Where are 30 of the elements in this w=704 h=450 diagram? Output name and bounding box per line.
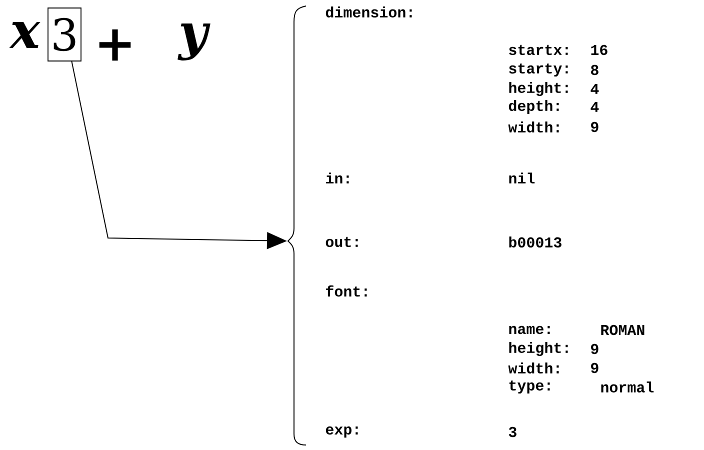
math-symbol: y <box>178 23 210 61</box>
record-field: normal <box>601 382 654 392</box>
record-field: name: <box>509 326 550 334</box>
highlighted-exponent: 3 <box>48 8 82 62</box>
record-field: in: <box>326 172 349 184</box>
record-field: starty: <box>509 63 568 77</box>
record-field: 9 <box>591 122 598 132</box>
record-field: width: <box>508 362 559 374</box>
record-field: 4 <box>590 102 599 112</box>
record-field: b00013 <box>509 236 562 248</box>
math-symbol: + <box>99 29 131 61</box>
record-field: 9 <box>591 362 598 374</box>
record-field: 3 <box>508 426 516 438</box>
record-field: dimension: <box>326 6 412 18</box>
record-field: width: <box>508 122 559 132</box>
record-field: font: <box>326 285 367 297</box>
record-field: height: <box>509 82 568 96</box>
record-field: nil <box>509 172 535 184</box>
record-field: 9 <box>591 344 598 354</box>
record-field: out: <box>326 236 358 248</box>
record-field: 16 <box>591 44 608 56</box>
record-field: ROMAN <box>601 324 644 336</box>
record-field: depth: <box>508 100 559 114</box>
record-field: height: <box>509 342 568 356</box>
record-field: 8 <box>591 64 598 76</box>
record-field: type: <box>509 380 550 394</box>
record-field: exp: <box>326 426 358 438</box>
math-symbol: x <box>9 22 40 48</box>
record-field: 4 <box>590 84 599 94</box>
record-field: startx: <box>509 44 568 56</box>
